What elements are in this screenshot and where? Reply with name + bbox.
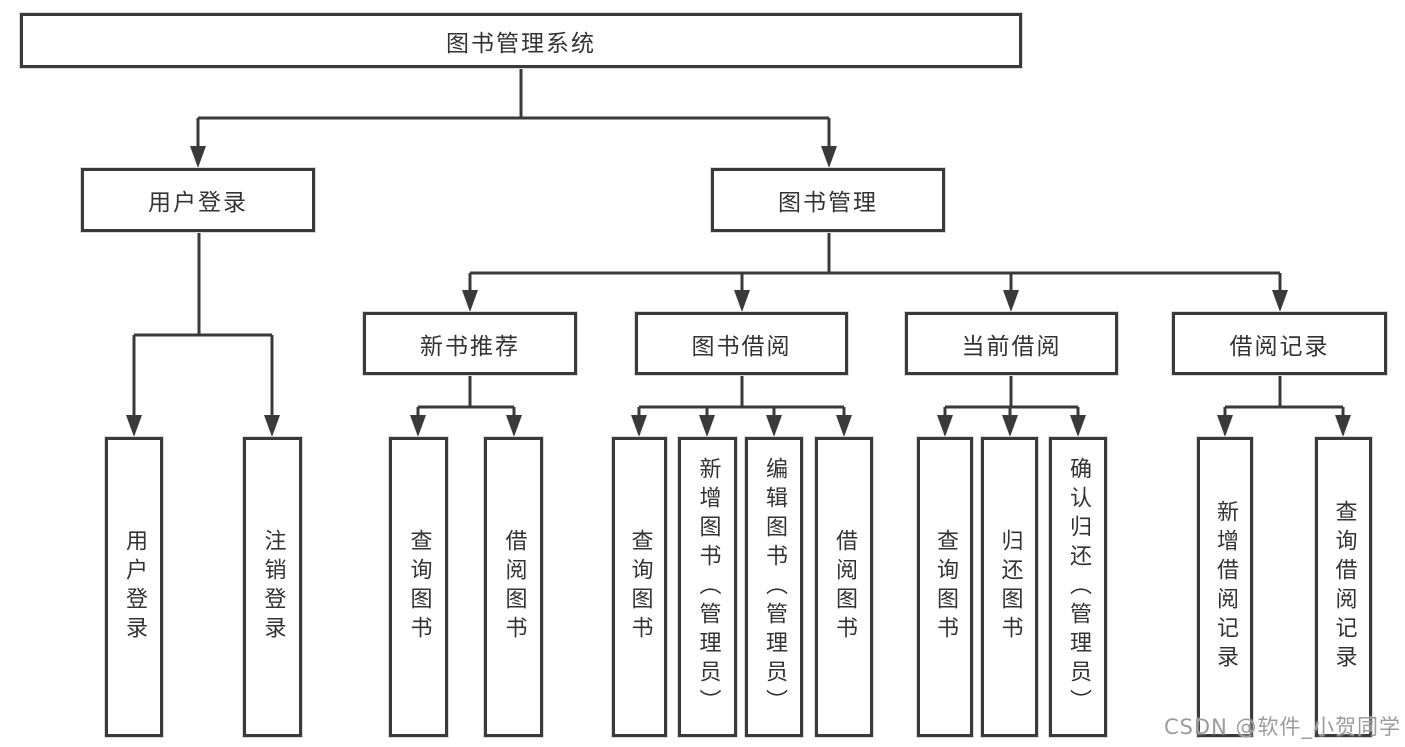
node-label: 查询借阅记录 bbox=[1331, 500, 1357, 674]
node-label: 归还图书 bbox=[997, 529, 1023, 645]
node-label: 当前借阅 bbox=[961, 333, 1062, 360]
node-label: 图书管理系统 bbox=[446, 30, 596, 57]
node-label: 借阅图书 bbox=[832, 529, 857, 645]
node-label: 借阅图书 bbox=[501, 529, 527, 645]
leaf-query-books: 查询图书 bbox=[612, 437, 667, 737]
node-label: 图书借阅 bbox=[691, 333, 792, 360]
leaf-add-borrow-record: 新增借阅记录 bbox=[1197, 437, 1253, 737]
node-label: 图书管理 bbox=[778, 190, 878, 216]
node-label: 用户登录 bbox=[148, 190, 248, 216]
node-label: 新书推荐 bbox=[420, 333, 520, 360]
leaf-edit-books-admin: 编辑图书（管理员） bbox=[745, 437, 803, 737]
csdn-watermark: CSDN @软件_小贺同学 bbox=[1163, 715, 1401, 739]
node-label: 注销登录 bbox=[260, 529, 286, 645]
leaf-query-books: 查询图书 bbox=[917, 437, 973, 737]
node-current-borrow: 当前借阅 bbox=[905, 312, 1118, 375]
node-label: 借阅记录 bbox=[1229, 333, 1330, 360]
node-label: 新增借阅记录 bbox=[1213, 500, 1238, 674]
leaf-confirm-return-admin: 确认归还（管理员） bbox=[1049, 437, 1107, 737]
node-library-management-system: 图书管理系统 bbox=[20, 13, 1022, 68]
node-label: 用户登录 bbox=[122, 529, 147, 645]
leaf-query-borrow-record: 查询借阅记录 bbox=[1315, 437, 1372, 737]
leaf-logout-login: 注销登录 bbox=[243, 437, 302, 737]
node-book-borrow: 图书借阅 bbox=[635, 312, 848, 375]
leaf-query-books: 查询图书 bbox=[389, 437, 448, 737]
leaf-borrow-books: 借阅图书 bbox=[484, 437, 543, 737]
leaf-user-login: 用户登录 bbox=[105, 437, 163, 737]
leaf-add-books-admin: 新增图书（管理员） bbox=[678, 437, 737, 737]
node-user-login: 用户登录 bbox=[81, 168, 315, 232]
node-borrow-records: 借阅记录 bbox=[1172, 312, 1387, 375]
node-label: 查询图书 bbox=[933, 529, 958, 645]
node-label: 新增图书（管理员） bbox=[695, 456, 721, 718]
node-label: 查询图书 bbox=[406, 529, 432, 645]
node-label: 编辑图书（管理员） bbox=[762, 456, 787, 718]
leaf-borrow-books: 借阅图书 bbox=[815, 437, 873, 737]
leaf-return-books: 归还图书 bbox=[981, 437, 1038, 737]
node-label: 确认归还（管理员） bbox=[1066, 456, 1091, 718]
node-new-book-recommend: 新书推荐 bbox=[363, 312, 577, 375]
node-label: 查询图书 bbox=[627, 529, 653, 645]
node-book-management: 图书管理 bbox=[711, 168, 945, 232]
